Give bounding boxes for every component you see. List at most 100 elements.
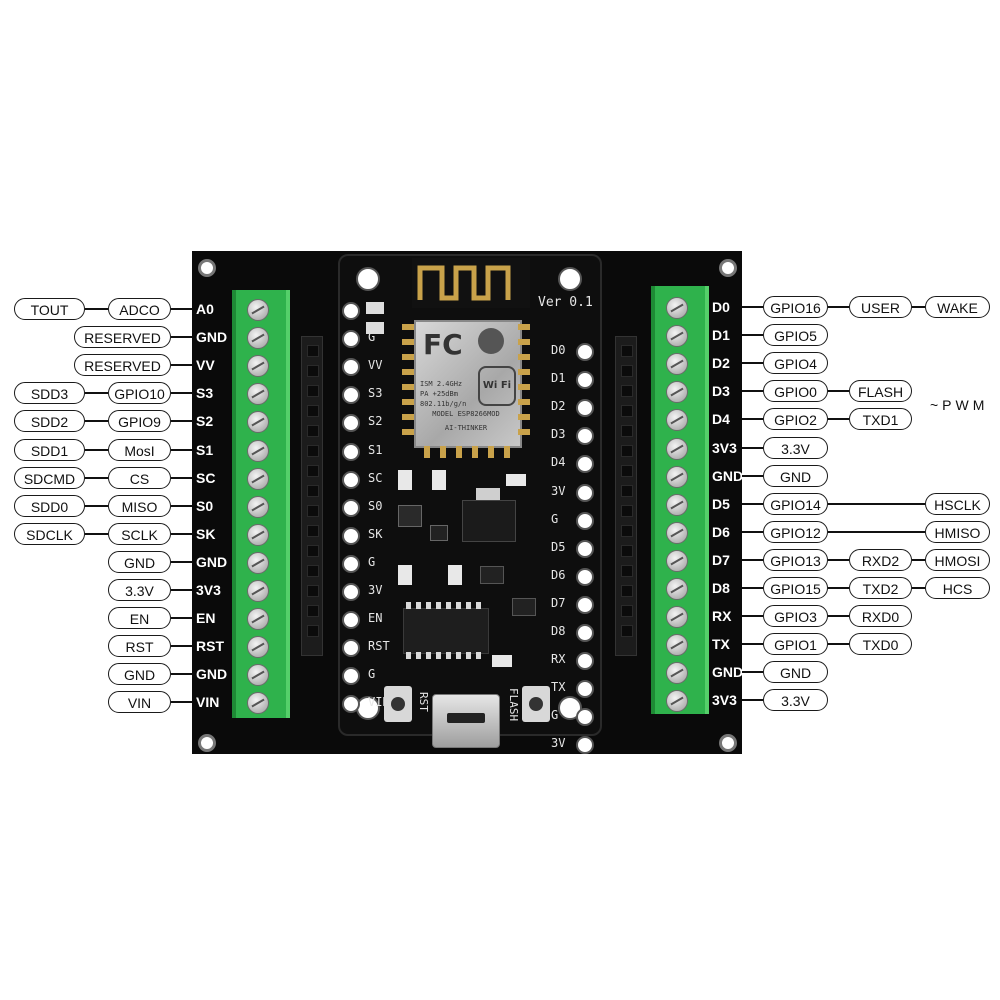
nodemcu-right-silk: TX — [551, 680, 566, 694]
right-terminal-screw[interactable] — [666, 381, 688, 403]
header-socket — [621, 385, 633, 397]
left-terminal-screw[interactable] — [247, 664, 269, 686]
nodemcu-left-pin-hole — [342, 639, 360, 657]
right-pin-pill: GPIO14 — [763, 493, 828, 515]
nodemcu-left-pin-hole — [342, 695, 360, 713]
right-connector-line — [742, 475, 763, 477]
left-terminal-screw[interactable] — [247, 355, 269, 377]
right-pin-pill: GPIO0 — [763, 380, 828, 402]
left-pin-pill: SDCMD — [14, 467, 85, 489]
left-terminal-screw[interactable] — [247, 299, 269, 321]
right-pin-label: RX — [712, 608, 732, 624]
header-socket — [621, 425, 633, 437]
nodemcu-right-pin-hole — [576, 652, 594, 670]
left-pin-pill: GPIO9 — [108, 410, 171, 432]
left-connector-line — [171, 308, 192, 310]
module-pad — [402, 384, 414, 390]
right-terminal-screw[interactable] — [666, 353, 688, 375]
right-pin-pill: GND — [763, 661, 828, 683]
chip-pin — [436, 652, 441, 659]
left-pin-pill: VIN — [108, 691, 171, 713]
right-pin-pill: WAKE — [925, 296, 990, 318]
left-terminal-screw[interactable] — [247, 468, 269, 490]
right-terminal-screw[interactable] — [666, 297, 688, 319]
chip-pin — [416, 652, 421, 659]
right-terminal-screw[interactable] — [666, 325, 688, 347]
left-terminal-screw[interactable] — [247, 327, 269, 349]
module-pad — [518, 324, 530, 330]
right-terminal-screw[interactable] — [666, 606, 688, 628]
right-connector-line — [828, 615, 849, 617]
left-terminal-screw[interactable] — [247, 411, 269, 433]
left-pin-pill: SDD2 — [14, 410, 85, 432]
right-pin-pill: HCS — [925, 577, 990, 599]
left-connector-line — [171, 420, 192, 422]
right-connector-line — [742, 531, 763, 533]
right-pin-label: D4 — [712, 411, 730, 427]
flash-button[interactable] — [522, 686, 550, 722]
left-terminal-screw[interactable] — [247, 608, 269, 630]
micro-usb-port[interactable] — [432, 694, 500, 748]
left-terminal-screw[interactable] — [247, 524, 269, 546]
right-terminal-screw[interactable] — [666, 522, 688, 544]
nodemcu-right-silk: 3V — [551, 736, 566, 750]
right-terminal-screw[interactable] — [666, 494, 688, 516]
left-terminal-screw[interactable] — [247, 383, 269, 405]
module-pad — [402, 354, 414, 360]
module-pad — [402, 414, 414, 420]
mount-hole-bottom-right — [719, 734, 737, 752]
left-female-header — [301, 336, 323, 656]
chip-pin — [456, 602, 461, 609]
led-2 — [366, 322, 384, 334]
left-terminal-screw[interactable] — [247, 440, 269, 462]
right-terminal-screw[interactable] — [666, 466, 688, 488]
right-pin-label: 3V3 — [712, 440, 737, 456]
left-connector-line — [171, 336, 192, 338]
left-terminal-screw[interactable] — [247, 552, 269, 574]
header-socket — [621, 585, 633, 597]
module-cert-text: ISM 2.4GHz — [420, 380, 463, 388]
right-terminal-screw[interactable] — [666, 662, 688, 684]
right-terminal-screw[interactable] — [666, 690, 688, 712]
module-pa-text: PA +25dBm — [420, 390, 458, 398]
header-socket — [307, 525, 319, 537]
right-terminal-screw[interactable] — [666, 578, 688, 600]
left-terminal-screw[interactable] — [247, 636, 269, 658]
mount-hole-top-left — [198, 259, 216, 277]
right-terminal-screw[interactable] — [666, 550, 688, 572]
rst-button[interactable] — [384, 686, 412, 722]
header-socket — [307, 545, 319, 557]
right-terminal-screw[interactable] — [666, 634, 688, 656]
nodemcu-left-pin-hole — [342, 414, 360, 432]
left-terminal-screw[interactable] — [247, 496, 269, 518]
nodemcu-right-pin-hole — [576, 680, 594, 698]
left-connector-line — [171, 589, 192, 591]
left-terminal-screw[interactable] — [247, 692, 269, 714]
rst-silk-label: RST — [417, 692, 430, 712]
left-terminal-screw[interactable] — [247, 580, 269, 602]
diode — [430, 525, 448, 541]
left-pin-pill: SDD1 — [14, 439, 85, 461]
module-pad — [518, 354, 530, 360]
header-socket — [307, 385, 319, 397]
nodemcu-right-pin-hole — [576, 540, 594, 558]
right-pin-pill: 3.3V — [763, 437, 828, 459]
left-pin-label: SK — [196, 526, 216, 542]
nodemcu-right-silk: D0 — [551, 343, 566, 357]
chip-pin — [446, 652, 451, 659]
module-pad — [518, 384, 530, 390]
header-socket — [621, 545, 633, 557]
right-terminal-screw[interactable] — [666, 438, 688, 460]
nodemcu-right-pin-hole — [576, 484, 594, 502]
right-connector-line — [828, 306, 849, 308]
right-connector-line — [742, 643, 763, 645]
left-pin-pill: EN — [108, 607, 171, 629]
voltage-regulator — [462, 500, 516, 542]
nodemcu-right-silk: G — [551, 708, 559, 722]
nodemcu-right-pin-hole — [576, 568, 594, 586]
right-terminal-screw[interactable] — [666, 409, 688, 431]
nodemcu-right-silk: D1 — [551, 371, 566, 385]
nodemcu-right-silk: 3V — [551, 484, 566, 498]
module-pad — [402, 369, 414, 375]
module-pad — [402, 324, 414, 330]
